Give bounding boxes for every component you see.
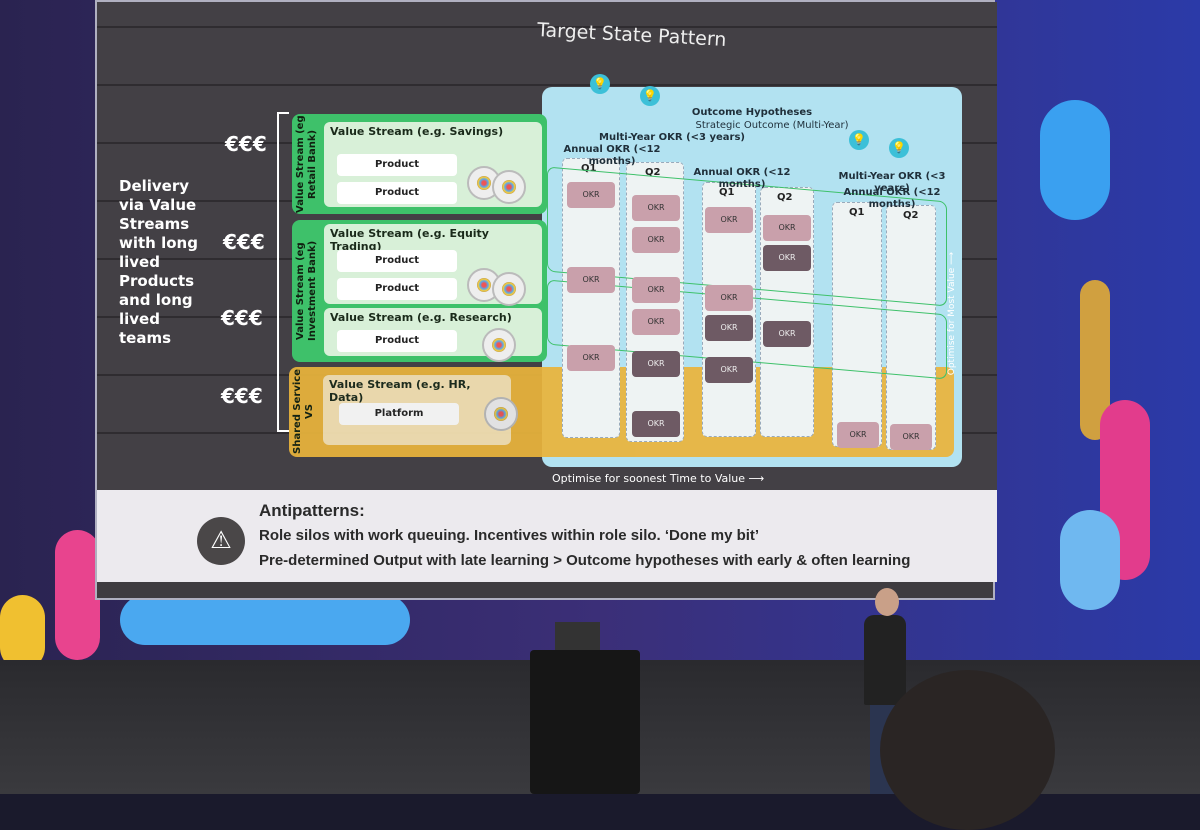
product-box: Product: [337, 154, 457, 176]
okr-card: OKR: [763, 321, 811, 347]
lightbulb-icon: 💡: [889, 138, 909, 158]
okr-card: OKR: [567, 182, 615, 208]
lightbulb-icon: 💡: [590, 74, 610, 94]
product-box: Product: [337, 182, 457, 204]
team-icon: [482, 328, 516, 362]
quarter-column: Q2: [886, 205, 936, 450]
speaker-body: [864, 615, 906, 705]
okr-card: OKR: [632, 351, 680, 377]
annual-okr-label: Annual OKR (<12 months): [843, 187, 941, 210]
antipattern-item: Pre-determined Output with late learning…: [259, 552, 911, 569]
okr-card: OKR: [705, 357, 753, 383]
product-box: Product: [337, 278, 457, 300]
currency-label: €€€: [225, 132, 267, 156]
group-label: Shared Service VS: [292, 369, 315, 455]
product-box: Product: [337, 250, 457, 272]
antipatterns-text: Antipatterns: Role silos with work queui…: [259, 498, 910, 573]
platform-box: Platform: [339, 403, 459, 425]
okr-card: OKR: [567, 345, 615, 371]
time-to-value-axis: Optimise for soonest Time to Value ⟶: [552, 472, 765, 485]
value-stream-group-investment: Value Stream (eg Investment Bank) Value …: [292, 220, 547, 362]
okr-card: OKR: [837, 422, 879, 448]
okr-card: OKR: [763, 245, 811, 271]
okr-card: OKR: [632, 195, 680, 221]
speaker-head: [875, 588, 899, 616]
lightbulb-icon: 💡: [849, 130, 869, 150]
audience-member-head: [880, 670, 1055, 830]
multi-year-okr-label: Multi-Year OKR (<3 years): [838, 171, 946, 194]
warning-icon: ⚠: [197, 517, 245, 565]
most-value-axis: Optimise for Most Value ⟶: [947, 252, 957, 376]
currency-label: €€€: [221, 384, 263, 408]
okr-card: OKR: [632, 227, 680, 253]
product-box: Product: [337, 330, 457, 352]
antipatterns-heading: Antipatterns:: [259, 501, 365, 520]
value-stream-group-retail: Value Stream (eg Retail Bank) Value Stre…: [292, 114, 547, 214]
team-icon: [492, 272, 526, 306]
bracket: [277, 112, 289, 432]
okr-card: OKR: [632, 277, 680, 303]
lightbulb-icon: 💡: [640, 86, 660, 106]
annual-okr-label: Annual OKR (<12 months): [693, 167, 791, 190]
group-label: Value Stream (eg Investment Bank): [295, 240, 318, 342]
podium: [530, 650, 640, 794]
team-icon: [492, 170, 526, 204]
okr-card: OKR: [632, 309, 680, 335]
okr-card: OKR: [763, 215, 811, 241]
annual-okr-label: Annual OKR (<12 months): [563, 144, 661, 167]
quarter-column: Q1: [832, 202, 882, 447]
okr-card: OKR: [705, 207, 753, 233]
okr-card: OKR: [705, 315, 753, 341]
currency-label: €€€: [221, 306, 263, 330]
team-icon: [484, 397, 518, 431]
antipatterns-banner: [97, 490, 997, 582]
antipattern-item: Role silos with work queuing. Incentives…: [259, 527, 760, 544]
currency-label: €€€: [223, 230, 265, 254]
laptop: [555, 622, 600, 650]
okr-area: Outcome Hypotheses Strategic Outcome (Mu…: [542, 87, 962, 467]
delivery-text: Delivery via Value Streams with long liv…: [119, 177, 198, 347]
strategic-outcome-label: Strategic Outcome (Multi-Year): [695, 120, 849, 131]
group-label: Value Stream (eg Retail Bank): [295, 115, 318, 213]
outcome-hypotheses-label: Outcome Hypotheses: [691, 107, 813, 118]
okr-card: OKR: [632, 411, 680, 437]
multi-year-okr-label: Multi-Year OKR (<3 years): [599, 132, 745, 143]
presentation-slide: Target State Pattern €€€ €€€ €€€ €€€ Del…: [95, 0, 997, 600]
okr-card: OKR: [705, 285, 753, 311]
okr-card: OKR: [890, 424, 932, 450]
okr-card: OKR: [567, 267, 615, 293]
